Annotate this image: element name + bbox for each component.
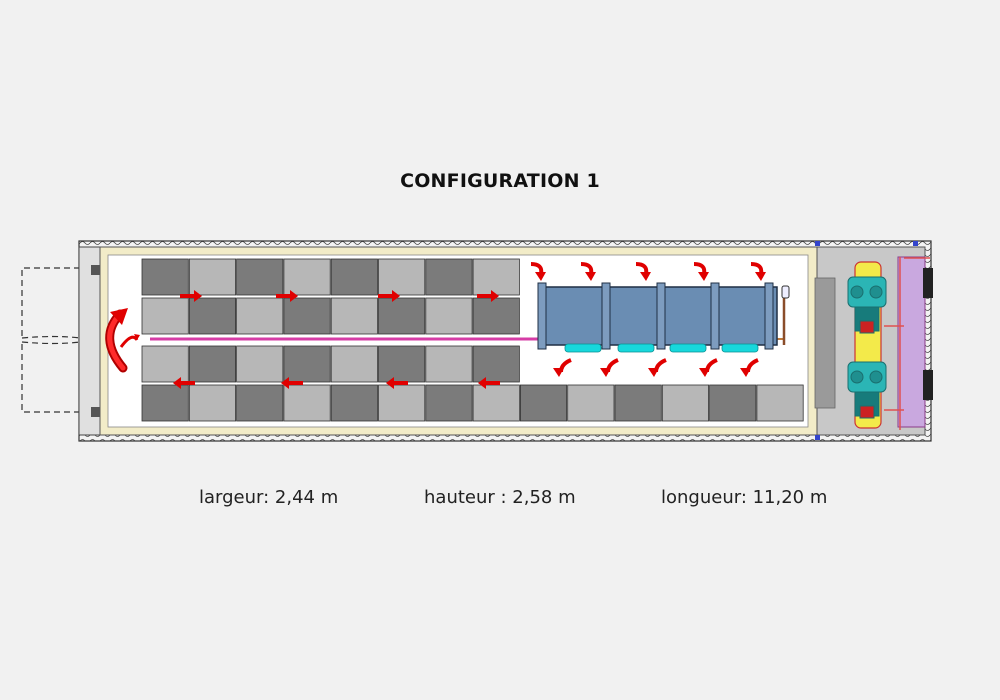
crate (141, 345, 189, 383)
crate (756, 384, 804, 422)
crate (425, 345, 473, 383)
refrigeration-units (847, 256, 933, 430)
crate (283, 258, 331, 296)
evaporator-unit (537, 282, 790, 353)
arrow-left-icon (281, 377, 303, 389)
curved-arrow-icon (600, 358, 619, 377)
curved-arrow-icon (693, 262, 709, 281)
crate (141, 384, 189, 422)
arrow-left-icon (173, 377, 195, 389)
crate (236, 258, 284, 296)
curved-arrow-icon (553, 358, 572, 377)
crate (330, 297, 378, 335)
crate (236, 384, 284, 422)
crate (330, 345, 378, 383)
curved-arrow-icon (750, 262, 766, 281)
curved-arrow-icon (530, 262, 546, 281)
crate (378, 297, 426, 335)
page-title: CONFIGURATION 1 (400, 170, 600, 192)
return-airflow-arrow (105, 308, 140, 373)
crate (236, 297, 284, 335)
crate (520, 384, 568, 422)
crate (141, 258, 189, 296)
container-doors (21, 267, 81, 413)
crate (378, 384, 426, 422)
crate (188, 258, 237, 296)
airflow-arrows (173, 262, 766, 389)
crate (567, 384, 615, 422)
compressor-top (847, 276, 887, 334)
curved-arrow-icon (648, 358, 667, 377)
length-dimension: longueur: 11,20 m (661, 487, 828, 508)
arrow-right-icon (378, 290, 400, 302)
crate (614, 384, 662, 422)
crate (283, 384, 331, 422)
crate (425, 297, 473, 335)
crate (425, 384, 473, 422)
crate (141, 297, 189, 335)
crate (283, 345, 331, 383)
width-dimension: largeur: 2,44 m (199, 487, 339, 508)
crate (472, 384, 520, 422)
crate (472, 345, 520, 383)
crate (188, 345, 237, 383)
curved-arrow-icon (580, 262, 596, 281)
crate-rows (141, 258, 804, 422)
compressor-bottom (847, 361, 887, 419)
crate (236, 345, 284, 383)
crate (425, 258, 473, 296)
arrow-left-icon (386, 377, 408, 389)
crate (330, 384, 378, 422)
height-dimension: hauteur : 2,58 m (424, 487, 576, 508)
curved-arrow-icon (699, 358, 718, 377)
arrow-left-icon (478, 377, 500, 389)
crate (378, 345, 426, 383)
crate (378, 258, 426, 296)
curved-arrow-icon (635, 262, 651, 281)
arrow-right-icon (276, 290, 298, 302)
crate (661, 384, 709, 422)
arrow-right-icon (180, 290, 202, 302)
crate (472, 297, 520, 335)
crate (709, 384, 757, 422)
crate (283, 297, 331, 335)
crate (188, 384, 237, 422)
evaporator-fans (564, 343, 759, 353)
arrow-right-icon (477, 290, 499, 302)
crate (472, 258, 520, 296)
curved-arrow-icon (740, 358, 759, 377)
condenser-panel (897, 256, 926, 428)
crate (188, 297, 237, 335)
crate (330, 258, 378, 296)
